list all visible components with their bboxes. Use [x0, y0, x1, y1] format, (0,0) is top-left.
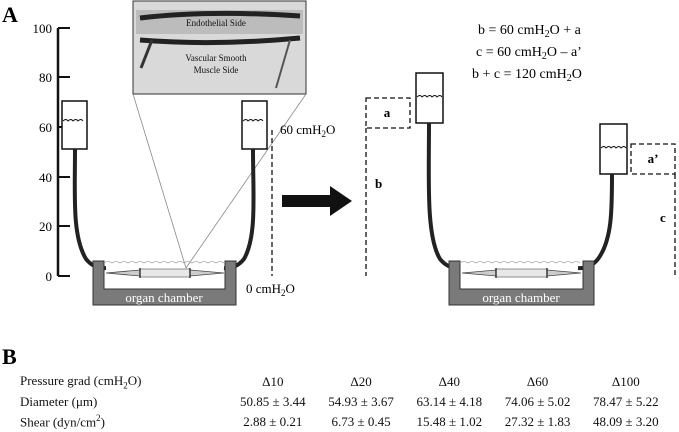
axis-tick-60: 60 — [39, 120, 52, 135]
zoom-line-left — [132, 93, 187, 269]
reservoir-left-inflow — [61, 100, 88, 150]
transition-arrow — [282, 186, 352, 216]
table-cell: 48.09 ± 3.20 — [593, 414, 659, 429]
dimension-box-a: a — [365, 97, 411, 129]
panel-a-label: A — [2, 2, 18, 27]
table-cell: 54.93 ± 3.67 — [328, 394, 394, 409]
tubing-right-inflow — [426, 122, 461, 271]
vessel-micrograph-inset: Endothelial Side Vascular Smooth Muscle … — [132, 0, 307, 95]
label-0-cmh2o: 0 cmH2O — [246, 281, 295, 298]
inset-label-smooth-muscle-2: Muscle Side — [194, 65, 239, 75]
dimension-box-a-prime: a’ — [630, 143, 676, 175]
organ-chamber-left: organ chamber — [92, 260, 237, 306]
inset-label-smooth-muscle-1: Vascular Smooth — [185, 53, 247, 63]
pressure-equations: b = 60 cmH2O + a c = 60 cmH2O – a’ b + c… — [472, 23, 582, 84]
panel-b-label: B — [2, 344, 17, 369]
table-cell: Δ10 — [262, 374, 284, 389]
axis-tick-100: 100 — [33, 21, 53, 36]
table-cell: 74.06 ± 5.02 — [504, 394, 571, 409]
zoom-line-right — [185, 93, 307, 269]
row-label-diameter: Diameter (μm) — [20, 394, 98, 409]
measurement-table: Pressure grad (cmH2O) Δ10 Δ20 Δ40 Δ60 Δ1… — [20, 372, 670, 432]
table-cell: 2.88 ± 0.21 — [243, 414, 303, 429]
pressure-axis: 100 80 60 40 20 0 — [33, 21, 70, 284]
reservoir-right-inflow — [415, 72, 444, 124]
axis-tick-40: 40 — [39, 170, 52, 185]
organ-chamber-left-label: organ chamber — [125, 290, 203, 305]
table-cell: 78.47 ± 5.22 — [593, 394, 659, 409]
reservoir-right-outflow — [599, 123, 628, 175]
organ-chamber-right-label: organ chamber — [482, 290, 560, 305]
table-cell: Δ40 — [438, 374, 460, 389]
table-cell: 50.85 ± 3.44 — [239, 394, 306, 409]
equation-b: b = 60 cmH2O + a — [478, 23, 582, 40]
axis-tick-0: 0 — [46, 269, 53, 284]
row-label-pressure-grad: Pressure grad (cmH2O) — [20, 373, 142, 391]
axis-tick-80: 80 — [39, 70, 52, 85]
axis-tick-20: 20 — [39, 219, 52, 234]
table-row-diameter: Diameter (μm) 50.85 ± 3.44 54.93 ± 3.67 … — [20, 392, 670, 412]
organ-chamber-right: organ chamber — [448, 260, 595, 306]
dim-label-a: a — [384, 105, 391, 120]
inset-label-endothelial: Endothelial Side — [186, 18, 246, 28]
dim-label-c: c — [660, 210, 666, 225]
table-cell: 27.32 ± 1.83 — [504, 414, 571, 429]
reservoir-left-outflow — [241, 100, 268, 150]
table-cell: Δ100 — [611, 374, 640, 389]
tubing-left-inflow — [72, 148, 107, 271]
table-row-shear: Shear (dyn/cm2) 2.88 ± 0.21 6.73 ± 0.45 … — [20, 412, 670, 432]
table-row-pressure-gradient: Pressure grad (cmH2O) Δ10 Δ20 Δ40 Δ60 Δ1… — [20, 372, 670, 392]
dim-label-a-prime: a’ — [648, 151, 659, 166]
tubing-right-outflow — [577, 173, 614, 271]
equation-b-plus-c: b + c = 120 cmH2O — [472, 67, 582, 84]
table-cell: 6.73 ± 0.45 — [331, 414, 391, 429]
row-label-shear: Shear (dyn/cm2) — [20, 413, 106, 430]
table-cell: Δ20 — [350, 374, 372, 389]
dim-label-b: b — [375, 176, 382, 191]
table-cell: 15.48 ± 1.02 — [416, 414, 483, 429]
tubing-left-outflow — [223, 148, 256, 271]
table-cell: 63.14 ± 4.18 — [416, 394, 483, 409]
equation-c: c = 60 cmH2O – a’ — [476, 45, 582, 62]
label-60-cmh2o: 60 cmH2O — [280, 122, 335, 139]
table-cell: Δ60 — [526, 374, 549, 389]
